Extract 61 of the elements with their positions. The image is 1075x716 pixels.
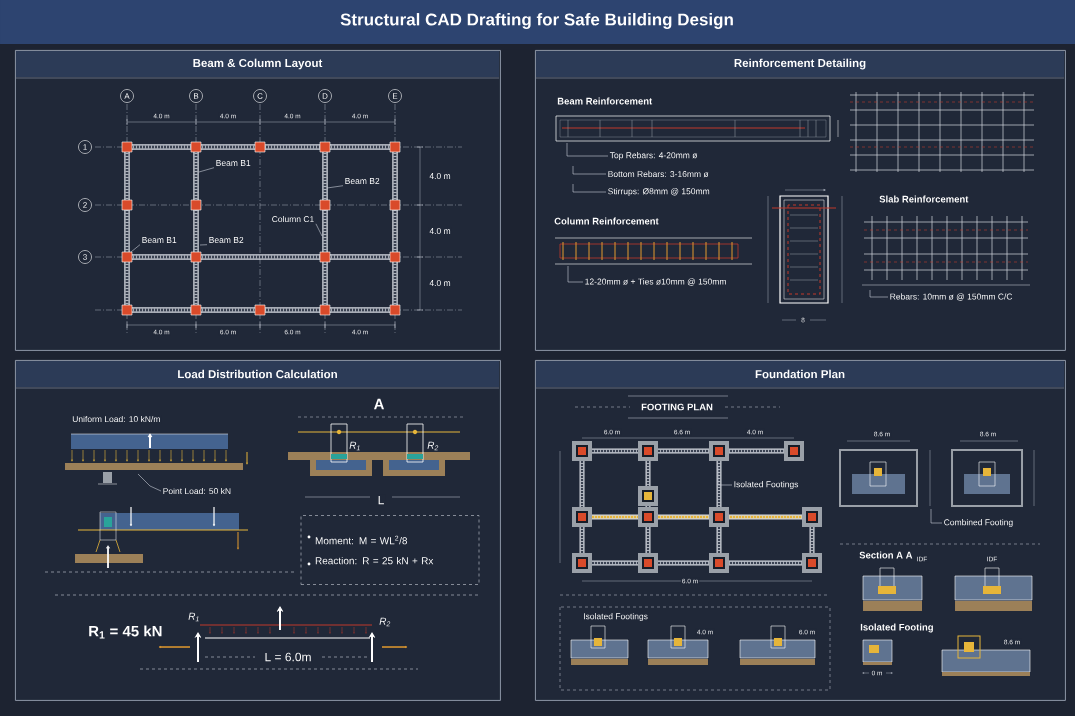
subheading: Column Reinforcement [554,217,659,225]
callout-label: Beam B2 [345,178,380,184]
panel-header: Reinforcement Detailing [536,51,1064,77]
leader-line [326,185,344,189]
dimension-label: L = 6.0m [263,651,313,663]
leader-line [572,165,607,175]
callout-label: Bottom Rebars: 3-16mm ø [608,170,709,178]
panel-header: Beam & Column Layout [16,51,499,77]
panel-header: Load Distribution Calculation [16,361,499,387]
grid-bubble: A [120,89,134,103]
subheading: Section A A [859,551,913,559]
callout-label: Point Load: 50 kN [163,487,231,495]
leader-line [130,244,141,253]
panel-header: Foundation Plan [536,361,1064,387]
formula-box: Moment: M = WL$^{2}$/8 Reaction: R = 25 kN + Rx [300,515,480,585]
grid-bubble: B [189,89,203,103]
load-label: A [373,398,384,410]
callout-label: Stirrups: Ø8mm @ 150mm [608,188,710,196]
subheading: Slab Reinforcement [879,195,969,203]
annotation: 4.0 m [428,279,452,287]
grid-bubble: 3 [78,250,92,264]
callout-label: Beam B1 [142,237,177,243]
annotation: 4.0 m [428,227,452,235]
leader-line [869,289,889,298]
subheading: Beam Reinforcement [557,97,653,105]
annotation: Isolated Footings [582,612,649,622]
title-bar: Structural CAD Drafting for Safe Building Design [0,0,1075,44]
grid-bubble: 1 [78,140,92,154]
reaction-label: R$_{2}$ [379,617,391,627]
subheading: FOOTING PLAN [641,403,713,411]
subheading: Isolated Footing [860,623,933,633]
grid-bubble: 2 [78,198,92,212]
panel [15,50,501,351]
grid-bubble: E [388,89,402,103]
leader-line [199,244,208,246]
grid-bubble: D [318,89,332,103]
callout-label: Top Rebars: 4-20mm ø [609,152,698,160]
annotation: 4.0 m [428,172,452,180]
leader-line [717,465,733,486]
leader-line [315,223,323,237]
grid-bubble: C [253,89,267,103]
load-label: R$_{1}$ = 45 kN [89,625,162,639]
leader-line [198,167,215,173]
callout-label: Column C1 [272,215,314,223]
reaction-label: R$_{1}$ [188,612,199,622]
panel [15,360,501,701]
panel [535,50,1066,351]
callout-label: Beam B1 [216,160,251,166]
callout-label: Rebars: 10mm ø @ 150mm C/C [890,293,1013,301]
reaction-label: R$_{2}$ [427,441,439,451]
callout-label: Isolated Footings [734,481,799,489]
leader-line [566,142,609,157]
callout-label: 12-20mm ø + Ties ø10mm @ 150mm [585,278,726,286]
callout-label: Beam B2 [209,237,244,243]
leader-line [137,473,162,492]
leader-line [572,183,607,193]
callout-label: Combined Footing [944,519,1013,527]
reaction-label: R$_{1}$ [349,441,360,451]
leader-line [930,508,943,524]
annotation: Uniform Load: 10 kN/m [71,414,162,424]
leader-line [567,265,584,283]
